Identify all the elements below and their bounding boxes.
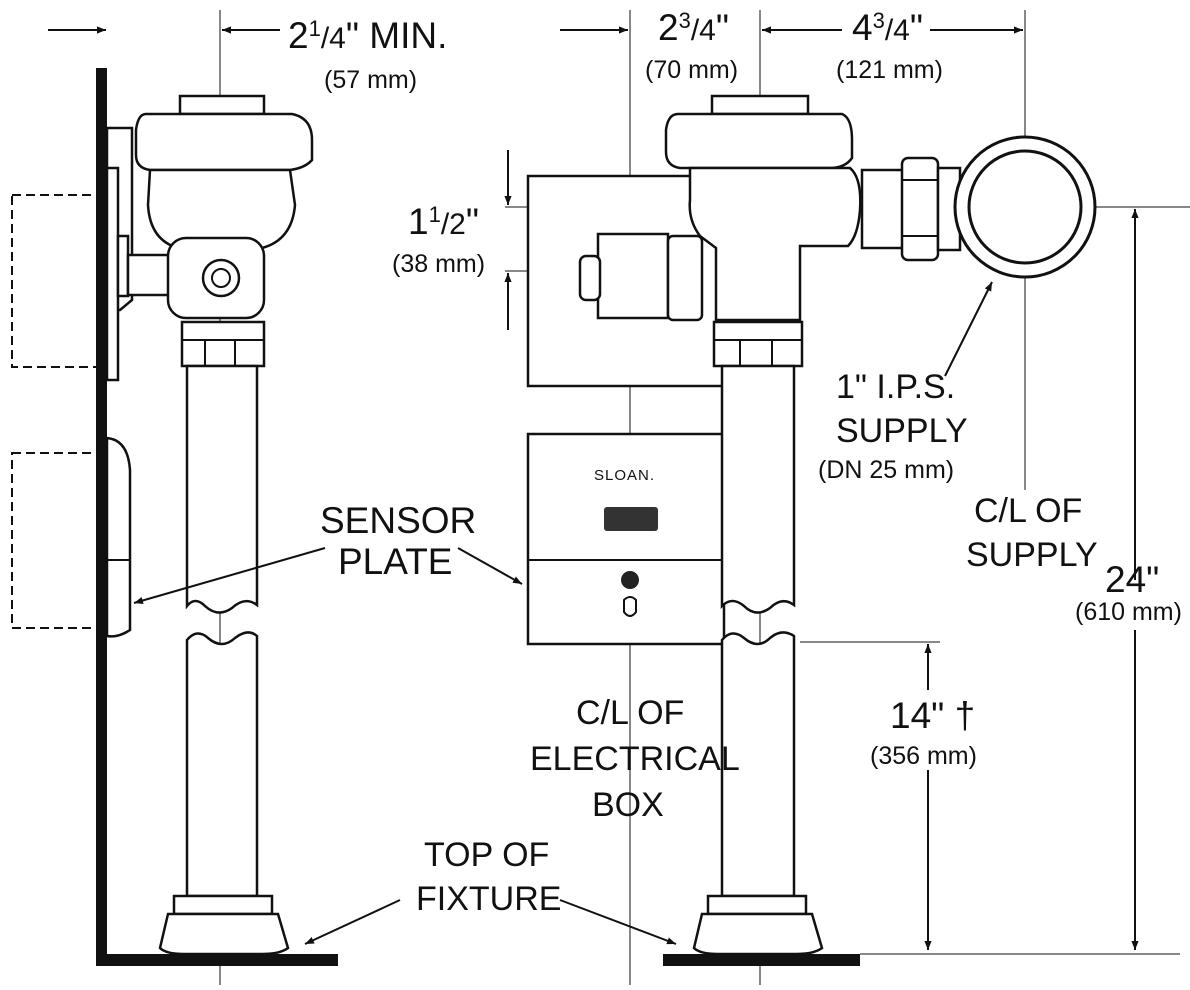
front-view: SLOAN.: [505, 10, 1190, 985]
wall-box-lower: [11, 452, 105, 629]
svg-text:C/L OF: C/L OF: [974, 492, 1082, 530]
svg-text:14" †: 14" †: [890, 695, 975, 736]
label-cl-electrical: C/L OF ELECTRICAL BOX: [530, 694, 740, 824]
valve-cap-side: [178, 94, 266, 116]
svg-text:(57 mm): (57 mm): [324, 66, 417, 94]
label-top-fixture: TOP OF FIXTURE: [416, 836, 561, 918]
floor-line-left: [96, 954, 338, 966]
label-supply: 1" I.P.S. SUPPLY (DN 25 mm): [818, 368, 968, 484]
dim-box-height: 14" † (356 mm): [870, 695, 977, 770]
svg-text:1" I.P.S.: 1" I.P.S.: [836, 368, 955, 406]
svg-text:C/L OF: C/L OF: [576, 694, 684, 732]
flush-tube-upper-front: [720, 364, 796, 614]
svg-text:FIXTURE: FIXTURE: [416, 880, 561, 918]
flush-tube-lower-front: [720, 631, 796, 898]
dim-vertical-offset: 11/2" (38 mm): [392, 201, 485, 278]
spud-flange-front: [692, 912, 824, 956]
sensor-plate-side: [105, 436, 132, 638]
supply-coupling-nut: [900, 156, 940, 262]
supply-tube-front: [860, 168, 906, 250]
dim-wall-offset: 21/4" MIN. (57 mm): [288, 15, 447, 94]
label-cl-supply: C/L OF SUPPLY: [966, 492, 1098, 574]
valve-body-side: [146, 168, 297, 250]
dim-total-height: 24" (610 mm): [1075, 559, 1182, 626]
spud-nut-front: [706, 894, 808, 916]
electrical-box-front: [526, 432, 726, 646]
spud-flange-side: [158, 912, 290, 956]
svg-text:SUPPLY: SUPPLY: [836, 412, 968, 450]
dim-valve-to-box: 23/4" (70 mm): [645, 7, 738, 84]
indicator-icon: [623, 596, 637, 617]
valve-bonnet-side: [134, 112, 314, 172]
dimension-lines: [48, 26, 1180, 955]
svg-text:11/2": 11/2": [408, 201, 479, 242]
svg-text:ELECTRICAL: ELECTRICAL: [530, 740, 740, 778]
label-sensor-plate: SENSOR PLATE: [320, 500, 476, 582]
svg-text:(610 mm): (610 mm): [1075, 598, 1182, 626]
svg-text:BOX: BOX: [592, 786, 664, 824]
svg-text:(DN 25 mm): (DN 25 mm): [818, 456, 954, 484]
svg-text:(70 mm): (70 mm): [645, 56, 738, 84]
svg-text:24": 24": [1105, 559, 1159, 600]
sensor-window: [604, 507, 658, 531]
override-button: [621, 571, 639, 589]
leader-lines: [133, 281, 993, 945]
valve-cap-front: [710, 94, 810, 116]
svg-text:43/4": 43/4": [852, 7, 923, 48]
flush-tube-upper-side: [185, 364, 259, 614]
floor-line-right: [663, 954, 860, 966]
dim-valve-to-supply: 43/4" (121 mm): [836, 7, 943, 84]
flush-tube-lower-side: [185, 631, 259, 898]
wall-box-upper: [11, 194, 105, 368]
svg-text:TOP OF: TOP OF: [424, 836, 549, 874]
valve-bonnet-front: [664, 112, 854, 170]
coupling-nut-front: [712, 320, 804, 368]
svg-text:(121 mm): (121 mm): [836, 56, 943, 84]
svg-text:SENSOR: SENSOR: [320, 500, 476, 541]
side-view: [11, 10, 338, 985]
svg-text:PLATE: PLATE: [338, 541, 452, 582]
coupling-nut-side: [180, 320, 266, 368]
supply-stub-side: [116, 234, 130, 298]
svg-text:SUPPLY: SUPPLY: [966, 536, 1098, 574]
svg-text:21/4" MIN.: 21/4" MIN.: [288, 15, 447, 56]
control-stop-front: [596, 232, 670, 320]
spud-nut-side: [172, 894, 274, 916]
svg-text:23/4": 23/4": [658, 7, 729, 48]
wall: [96, 68, 107, 966]
valve-body-front: [688, 166, 862, 322]
svg-text:(356 mm): (356 mm): [870, 742, 977, 770]
svg-text:(38 mm): (38 mm): [392, 250, 485, 278]
brand-logo: SLOAN.: [594, 467, 655, 484]
